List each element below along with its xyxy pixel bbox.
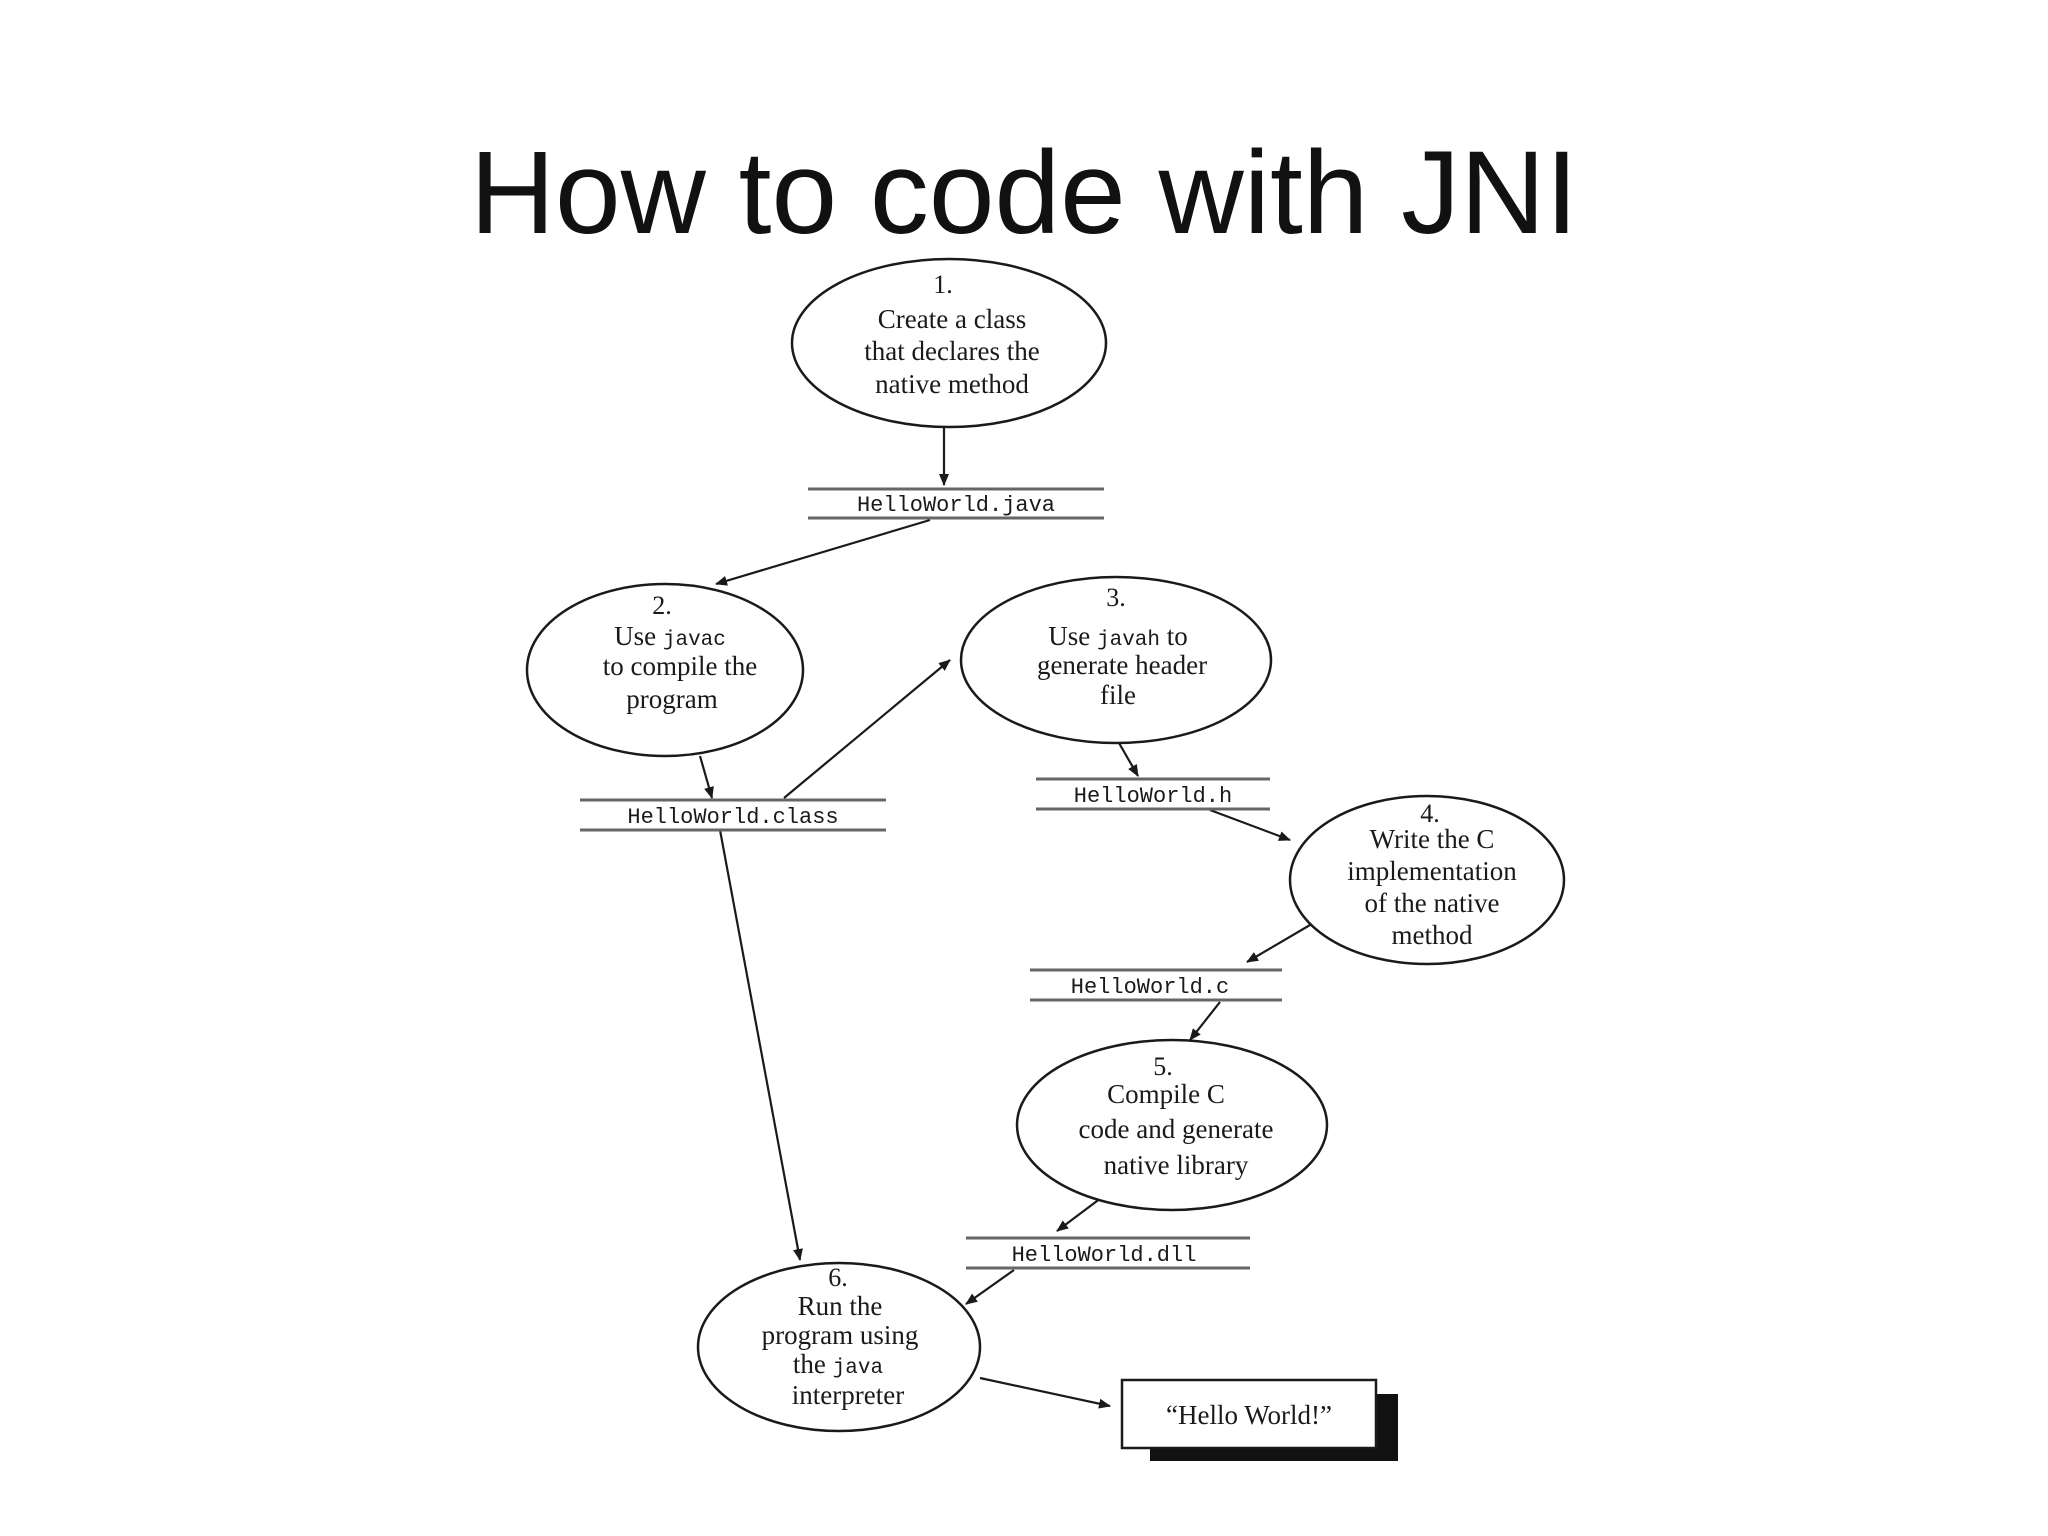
step-6-number: 6. [828,1263,848,1292]
step-1-node: 1. Create a class that declares the nati… [790,257,1108,429]
edge-step5-to-dll-file [1056,1197,1102,1232]
step-2-line-1: Use javac [614,621,726,652]
step-3-ellipse [959,575,1273,745]
step-3-line-3: file [1100,680,1136,710]
file-name: HelloWorld.java [857,493,1055,518]
step-4-line-2: implementation [1347,856,1517,886]
step-5-node: 5. Compile C code and generate native li… [1015,1038,1329,1212]
step-6-node: 6. Run the program using the java interp… [696,1261,982,1433]
step-3-line-1-after: to [1160,621,1188,651]
step-2-ellipse [525,582,805,758]
step-3-number: 3. [1106,583,1126,612]
edge-java-file-to-step2 [715,518,931,586]
step-3-line-2: generate header [1037,650,1207,680]
edge-step6-to-output [979,1376,1111,1409]
step-2-number: 2. [652,591,672,620]
file-hello-world-dll: HelloWorld.dll [966,1236,1250,1270]
file-hello-world-c: HelloWorld.c [1030,968,1282,1002]
file-name: HelloWorld.class [627,805,838,830]
step-3-line-1: Use javah to [1048,621,1188,652]
step-3-node: 3. Use javah to generate header file [959,575,1273,745]
step-2-command: javac [663,629,726,652]
step-4-line-1: Write the C [1370,824,1495,854]
step-4-node: 4. Write the C implementation of the nat… [1288,794,1566,966]
step-2-line-2: to compile the [603,651,757,681]
step-6-ellipse [696,1261,982,1433]
edge-step2-to-class-file [698,755,714,799]
edge-step3-to-h-file [1118,742,1139,777]
step-6-line-2: program using [762,1320,919,1350]
step-2-line-3: program [626,684,717,714]
edge-dll-file-to-step6 [965,1269,1015,1305]
step-3-command: javah [1097,629,1160,652]
output-box: “Hello World!” [1120,1378,1398,1461]
file-hello-world-java: HelloWorld.java [808,487,1104,520]
step-1-line-1: Create a class [878,304,1026,334]
edge-class-file-to-step6 [718,829,803,1261]
step-5-line-2: code and generate [1079,1114,1274,1144]
step-4-ellipse [1288,794,1566,966]
step-4-number: 4. [1420,799,1440,828]
slide-title: How to code with JNI [469,127,1579,259]
step-4-line-3: of the native [1365,888,1500,918]
step-5-line-3: native library [1104,1150,1249,1180]
file-name: HelloWorld.dll [1012,1243,1197,1268]
edge-c-file-to-step5 [1189,1001,1221,1041]
file-name: HelloWorld.c [1071,975,1229,1000]
step-2-line-1-text: Use [614,621,663,651]
step-5-number: 5. [1153,1052,1173,1081]
step-3-line-1-text: Use [1048,621,1097,651]
step-1-line-2: that declares the [864,336,1039,366]
step-1-ellipse [790,257,1108,429]
output-box-frame [1120,1378,1378,1450]
step-5-line-1: Compile C [1107,1079,1225,1109]
step-6-line-3-text: the [793,1349,833,1379]
edge-class-file-to-step3 [783,659,951,799]
step-4-line-4: method [1392,920,1473,950]
step-5-ellipse [1015,1038,1329,1212]
edge-h-file-to-step4 [1209,808,1291,842]
step-2-node: 2. Use javac to compile the program [525,582,805,758]
file-hello-world-h: HelloWorld.h [1036,777,1270,811]
step-1-line-3: native method [875,369,1029,399]
step-6-line-1: Run the [798,1291,883,1321]
step-6-command: java [833,1357,883,1380]
output-text: “Hello World!” [1166,1400,1332,1430]
edge-step4-to-c-file [1246,924,1311,963]
step-6-line-3: the java [793,1349,883,1380]
flow-edges [698,428,1311,1409]
file-hello-world-class: HelloWorld.class [580,798,886,832]
step-1-number: 1. [933,270,953,299]
file-name: HelloWorld.h [1074,784,1232,809]
step-6-line-4: interpreter [792,1380,904,1410]
